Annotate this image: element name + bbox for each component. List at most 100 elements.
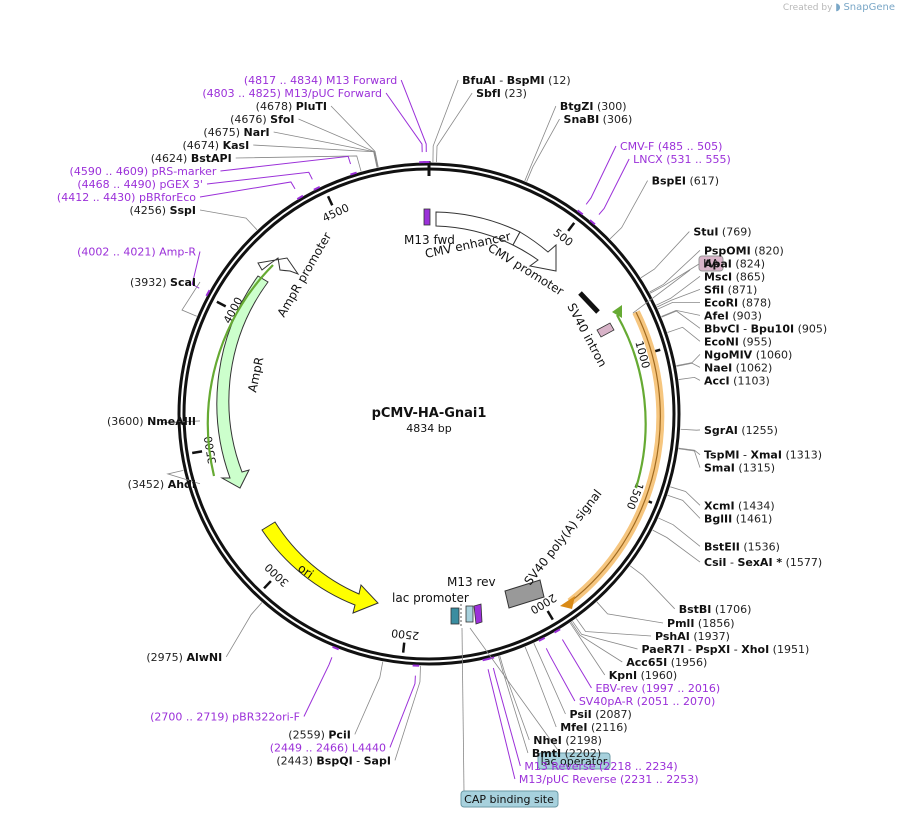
enzyme-label[interactable]: StuI (769) — [693, 226, 751, 239]
primer-label[interactable]: (4817 .. 4834) M13 Forward — [244, 74, 397, 87]
enzyme-label[interactable]: SgrAI (1255) — [704, 424, 778, 437]
enzyme-label[interactable]: SbfI (23) — [476, 87, 527, 100]
enzyme-label[interactable]: (2443) BspQI - SapI — [276, 754, 391, 767]
m13-fwd-feature[interactable] — [423, 208, 431, 226]
primer-leader — [199, 181, 296, 198]
site-leader — [569, 622, 606, 676]
enzyme-label[interactable]: SnaBI (306) — [564, 113, 633, 126]
primer-name: M13/pUC Forward — [284, 87, 382, 100]
enzyme-label[interactable]: NgoMIV (1060) — [704, 348, 792, 361]
ori-feature[interactable] — [261, 521, 379, 614]
enzyme-label[interactable]: EcoRI (878) — [704, 296, 771, 309]
primer-label[interactable]: CMV-F (485 .. 505) — [620, 140, 722, 153]
primer-label[interactable]: (2449 .. 2466) L4440 — [270, 741, 386, 754]
primer-site — [296, 194, 304, 200]
gnai1-green-arrow[interactable] — [616, 314, 647, 489]
site-leader — [667, 326, 701, 342]
primer-leader — [561, 639, 592, 689]
enzyme-label[interactable]: BstBI (1706) — [679, 603, 752, 616]
site-leader — [678, 448, 701, 468]
enzyme-label[interactable]: BtgZI (300) — [560, 100, 627, 113]
enzyme-label[interactable]: MfeI (2116) — [560, 721, 627, 734]
primer-label[interactable]: M13 Reverse (2218 .. 2234) — [524, 760, 677, 773]
primer-label[interactable]: (4468 .. 4490) pGEX 3' — [77, 178, 203, 191]
primer-site — [205, 289, 211, 297]
ampr-promoter-feature[interactable] — [257, 257, 300, 276]
enzyme-label[interactable]: SmaI (1315) — [704, 462, 775, 475]
primer-label[interactable]: SV40pA-R (2051 .. 2070) — [579, 695, 715, 708]
enzyme-label[interactable]: (4676) SfoI — [230, 113, 294, 126]
enzyme-label[interactable]: (3452) AhdI — [128, 478, 196, 491]
primer-label[interactable]: (4590 .. 4609) pRS-marker — [70, 165, 217, 178]
enzyme-label[interactable]: PaeR7I - PspXI - XhoI (1951) — [642, 643, 810, 656]
enzyme-label[interactable]: AccI (1103) — [704, 374, 770, 387]
site-leader — [678, 447, 701, 455]
lac-promoter-feature[interactable] — [450, 607, 460, 625]
enzyme-label[interactable]: (3932) ScaI — [130, 276, 196, 289]
primer-name: pGEX 3' — [159, 178, 203, 191]
primer-label[interactable]: (4412 .. 4430) pBRforEco — [57, 191, 196, 204]
snapgene-logo-icon: ◗ — [835, 2, 841, 13]
enzyme-label[interactable]: XcmI (1434) — [704, 499, 775, 512]
primer-label[interactable]: (4803 .. 4825) M13/pUC Forward — [202, 87, 382, 100]
cmv-promoter-feature[interactable] — [512, 231, 557, 272]
enzyme-position: (865) — [732, 270, 765, 283]
site-leader — [640, 231, 690, 279]
sv40-polya-feature[interactable] — [504, 579, 545, 609]
ha-feature[interactable] — [596, 322, 615, 338]
enzyme-label[interactable]: SfiI (871) — [704, 283, 757, 296]
ampr-feature[interactable] — [216, 275, 269, 489]
enzyme-label[interactable]: (4675) NarI — [203, 126, 269, 139]
enzyme-label[interactable]: (2975) AlwNI — [146, 651, 222, 664]
enzyme-label[interactable]: (3600) NmeAIII — [107, 415, 196, 428]
credit-brand: SnapGene — [843, 2, 895, 13]
enzyme-label[interactable]: (4678) PluTI — [256, 100, 327, 113]
enzyme-label[interactable]: AfeI (903) — [704, 309, 762, 322]
enzyme-label[interactable]: EcoNI (955) — [704, 335, 772, 348]
enzyme-label[interactable]: (2559) PciI — [288, 728, 351, 741]
enzyme-label[interactable]: NaeI (1062) — [704, 361, 772, 374]
enzyme-name: StuI — [693, 226, 718, 239]
enzyme-label[interactable]: BglII (1461) — [704, 512, 772, 525]
ampr-direction-line — [206, 264, 274, 477]
enzyme-position: (2198) — [562, 734, 602, 747]
ha-callout[interactable]: HA — [632, 255, 724, 314]
credit-prefix: Created by — [782, 3, 833, 13]
enzyme-position: (2116) — [587, 721, 627, 734]
primer-label[interactable]: (2700 .. 2719) pBR322ori-F — [150, 711, 300, 724]
enzyme-position: (1960) — [637, 669, 677, 682]
enzyme-label[interactable]: CsiI - SexAI * (1577) — [704, 556, 822, 569]
lac-operator-callout[interactable]: lac operator — [469, 627, 611, 770]
sv40-intron-feature[interactable] — [578, 291, 600, 314]
enzyme-label[interactable]: BspEI (617) — [652, 175, 720, 188]
site-leader — [235, 155, 362, 172]
enzyme-label[interactable]: KpnI (1960) — [609, 669, 677, 682]
primer-name: SV40pA-R — [579, 695, 634, 708]
enzyme-label[interactable]: (4624) BstAPI — [151, 152, 232, 165]
primer-label[interactable]: M13/pUC Reverse (2231 .. 2253) — [519, 773, 699, 786]
enzyme-label[interactable]: PspOMI (820) — [704, 244, 784, 257]
cap-site-callout[interactable]: CAP binding site — [460, 627, 559, 808]
m13-rev-feature[interactable] — [473, 603, 483, 625]
enzyme-label[interactable]: (4674) KasI — [183, 139, 250, 152]
enzyme-label[interactable]: ApaI (824) — [704, 257, 765, 270]
enzyme-label[interactable]: BmtI (2202) — [532, 747, 601, 760]
enzyme-label[interactable]: NheI (2198) — [533, 734, 602, 747]
primer-label[interactable]: (4002 .. 4021) Amp-R — [77, 245, 196, 258]
enzyme-label[interactable]: BfuAI - BspMI (12) — [462, 74, 571, 87]
enzyme-label[interactable]: BbvCI - Bpu10I (905) — [704, 322, 827, 335]
primer-label[interactable]: LNCX (531 .. 555) — [633, 153, 731, 166]
enzyme-label[interactable]: TspMI - XmaI (1313) — [704, 449, 822, 462]
primer-label[interactable]: EBV-rev (1997 .. 2016) — [595, 682, 720, 695]
lac-operator-feature[interactable] — [465, 605, 474, 623]
enzyme-label[interactable]: PmlI (1856) — [667, 617, 734, 630]
enzyme-label[interactable]: MscI (865) — [704, 270, 765, 283]
enzyme-label[interactable]: Acc65I (1956) — [626, 656, 707, 669]
enzyme-label[interactable]: (4256) SspI — [129, 204, 196, 217]
enzyme-position: (1103) — [730, 374, 770, 387]
enzyme-label[interactable]: BstEII (1536) — [704, 540, 780, 553]
enzyme-label[interactable]: PsiI (2087) — [569, 708, 631, 721]
site-leader — [629, 565, 676, 610]
enzyme-label[interactable]: PshAI (1937) — [655, 630, 730, 643]
primer-name: pBRforEco — [139, 191, 196, 204]
